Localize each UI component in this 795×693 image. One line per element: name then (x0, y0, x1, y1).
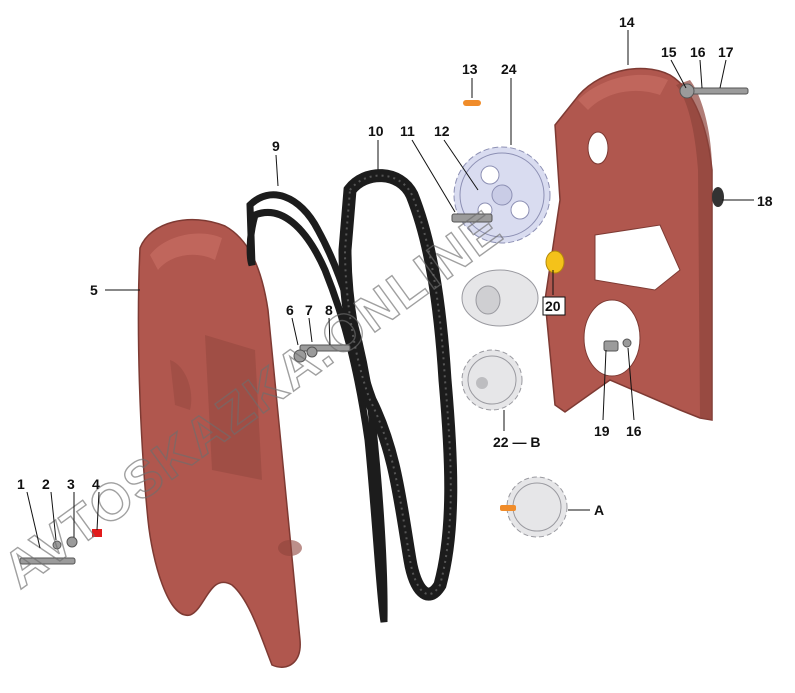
tensioner-roller-part-12 (461, 269, 539, 327)
label-10: 10 (368, 123, 384, 139)
label-11: 11 (400, 123, 415, 139)
label-13: 13 (462, 61, 478, 77)
gear-part-22 (461, 349, 523, 411)
bolt-parts-15-16-17 (679, 83, 749, 99)
label-18: 18 (757, 193, 773, 209)
key-part-13 (463, 100, 481, 106)
label-1: 1 (17, 476, 25, 492)
bolt-parts-6-7-8 (293, 344, 351, 363)
front-cover-part-5 (137, 218, 302, 668)
bolt-parts-19-16 (603, 338, 632, 352)
label-4: 4 (92, 476, 100, 492)
shaft-part-11 (451, 213, 493, 223)
plug-part-18 (712, 187, 724, 207)
label-20-box (542, 296, 566, 316)
label-17: 17 (718, 44, 734, 60)
label-5: 5 (90, 282, 98, 298)
label-a: A (594, 502, 604, 518)
label-12: 12 (434, 123, 450, 139)
belt-part-9 (246, 191, 388, 623)
part-labels: 1 2 3 4 5 6 7 8 9 10 11 12 13 24 14 15 1… (17, 14, 773, 518)
marker-part-4 (92, 529, 102, 537)
rear-cover-part-14 (544, 67, 713, 421)
label-24: 24 (501, 61, 517, 77)
bolt-parts-1-2-3 (19, 536, 78, 565)
label-15: 15 (661, 44, 677, 60)
label-22-b: 22 — B (493, 434, 540, 450)
timing-belt-part-10 (338, 169, 458, 601)
label-3: 3 (67, 476, 75, 492)
label-9: 9 (272, 138, 280, 154)
bushing-part-20 (545, 250, 565, 274)
label-2: 2 (42, 476, 50, 492)
label-8: 8 (325, 302, 333, 318)
label-7: 7 (305, 302, 313, 318)
leader-lines (26, 30, 754, 549)
label-20: 20 (545, 298, 561, 314)
crankshaft-gear-part-a (500, 476, 568, 538)
label-14: 14 (619, 14, 635, 30)
label-19: 19 (594, 423, 610, 439)
label-16-bottom: 16 (626, 423, 642, 439)
label-6: 6 (286, 302, 294, 318)
label-16-top: 16 (690, 44, 706, 60)
